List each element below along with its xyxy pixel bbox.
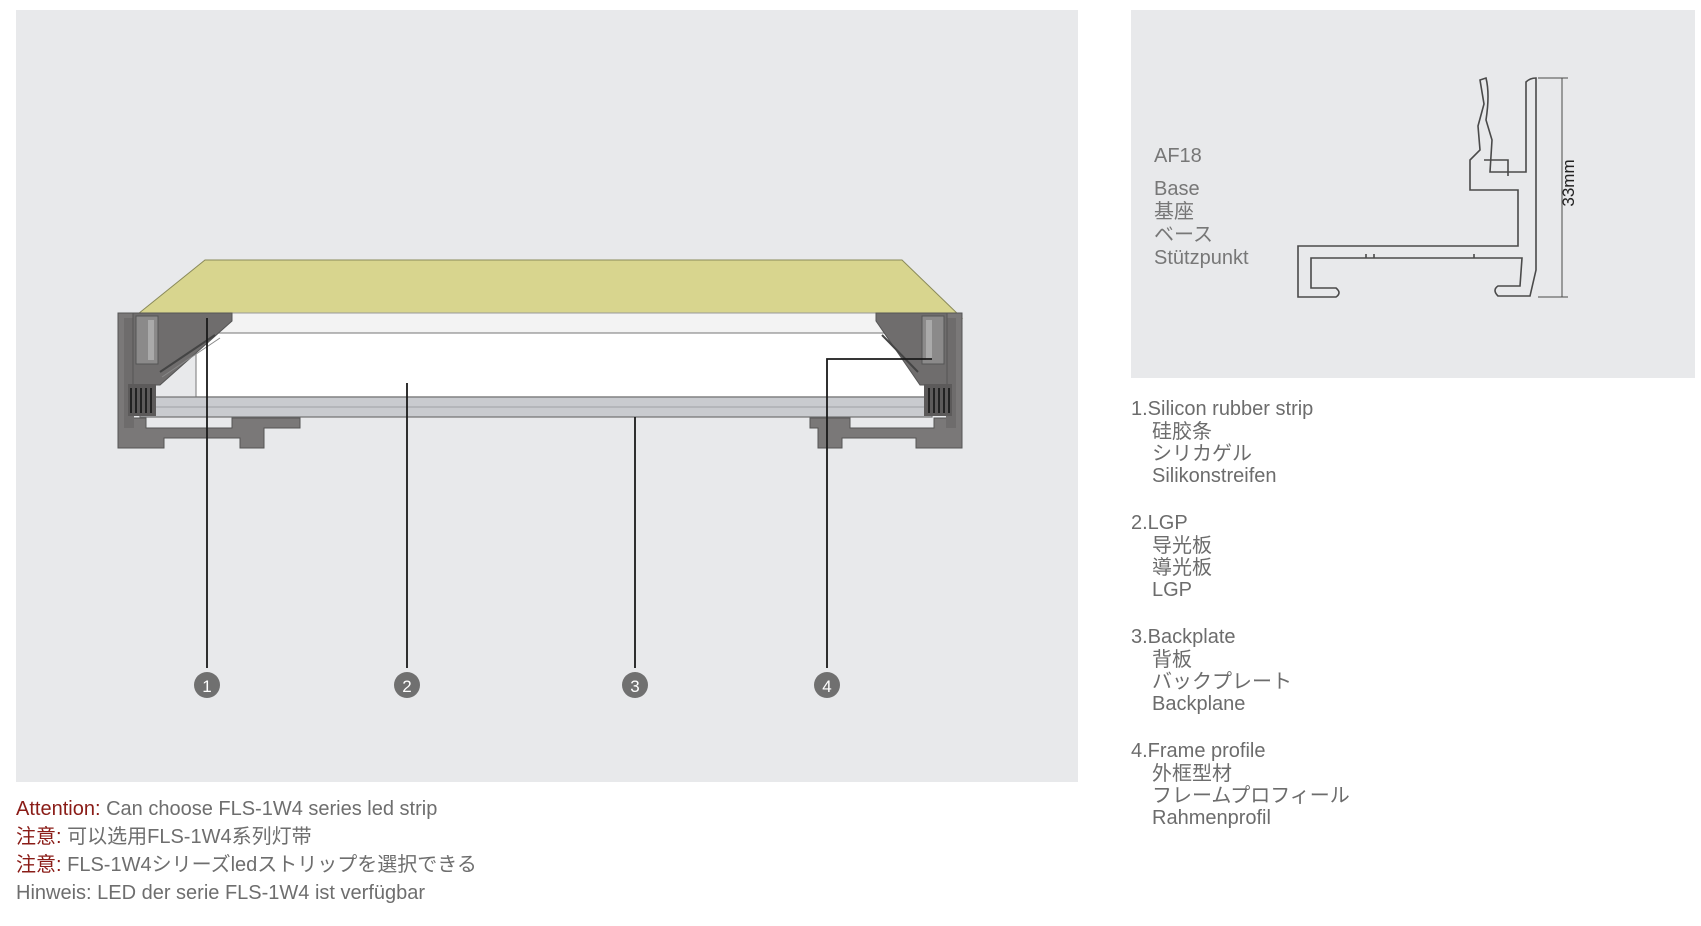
marker-3-label: 3 bbox=[630, 677, 639, 696]
note-japanese-label: 注意: bbox=[16, 854, 62, 876]
legend-line: 导光板 bbox=[1152, 535, 1212, 557]
note-japanese-text: FLS-1W4シリーズledストリップを選択できる bbox=[61, 854, 477, 876]
light-guide-panel bbox=[195, 332, 937, 398]
top-face-sheet bbox=[131, 259, 964, 319]
legend-item-backplate: 3.Backplate 背板 バックプレート Backplane bbox=[1131, 625, 1350, 715]
legend-item-silicon-strip: 1.Silicon rubber strip 硅胶条 シリカゲル Silikon… bbox=[1131, 397, 1350, 487]
af18-profile-drawing bbox=[1297, 76, 1568, 298]
profile-line: 基座 bbox=[1154, 201, 1194, 223]
legend-line: Rahmenprofil bbox=[1152, 807, 1271, 829]
right-frame-profile bbox=[809, 312, 963, 449]
profile-height-dimension: 33mm bbox=[1559, 159, 1578, 206]
profile-caption: AF18 Base 基座 ベース Stützpunkt bbox=[1154, 145, 1249, 270]
marker-1-circle bbox=[194, 672, 220, 698]
legend-line: フレームプロフィール bbox=[1152, 785, 1350, 807]
marker-1-label: 1 bbox=[202, 677, 211, 696]
note-chinese-text: 可以选用FLS-1W4系列灯带 bbox=[61, 826, 312, 848]
legend-title: 3.Backplate bbox=[1131, 626, 1236, 648]
profile-code: AF18 bbox=[1154, 145, 1202, 167]
legend-line: 外框型材 bbox=[1152, 763, 1232, 785]
profile-line: Stützpunkt bbox=[1154, 247, 1249, 269]
legend-line: 背板 bbox=[1152, 649, 1192, 671]
frame-cross-section bbox=[117, 259, 964, 449]
legend-line: Silikonstreifen bbox=[1152, 465, 1277, 487]
legend-line: LGP bbox=[1152, 579, 1193, 601]
legend-title: 4.Frame profile bbox=[1131, 740, 1266, 762]
marker-4-circle bbox=[814, 672, 840, 698]
note-english: Attention: Can choose FLS-1W4 series led… bbox=[16, 795, 477, 823]
note-chinese: 注意: 可以选用FLS-1W4系列灯带 bbox=[16, 823, 477, 851]
attention-notes: Attention: Can choose FLS-1W4 series led… bbox=[16, 795, 477, 907]
profile-line: ベース bbox=[1154, 224, 1213, 246]
legend-line: 導光板 bbox=[1152, 557, 1212, 579]
legend-item-frame-profile: 4.Frame profile 外框型材 フレームプロフィール Rahmenpr… bbox=[1131, 739, 1350, 829]
note-english-label: Attention: bbox=[16, 798, 101, 820]
note-english-text: Can choose FLS-1W4 series led strip bbox=[100, 798, 438, 820]
legend-item-lgp: 2.LGP 导光板 導光板 LGP bbox=[1131, 511, 1350, 601]
legend-line: バックプレート bbox=[1152, 671, 1292, 693]
leader-lines bbox=[206, 318, 932, 668]
callout-markers: 1 2 3 4 bbox=[194, 672, 840, 698]
marker-4-label: 4 bbox=[822, 677, 831, 696]
note-japanese: 注意: FLS-1W4シリーズledストリップを選択できる bbox=[16, 851, 477, 879]
profile-line: Base bbox=[1154, 178, 1200, 200]
marker-2-label: 2 bbox=[402, 677, 411, 696]
legend-title: 2.LGP bbox=[1131, 512, 1188, 534]
marker-3-circle bbox=[622, 672, 648, 698]
left-frame-profile bbox=[117, 312, 301, 449]
marker-2-circle bbox=[394, 672, 420, 698]
legend-line: 硅胶条 bbox=[1152, 421, 1212, 443]
legend-line: Backplane bbox=[1152, 693, 1246, 715]
parts-legend: 1.Silicon rubber strip 硅胶条 シリカゲル Silikon… bbox=[1131, 397, 1350, 853]
legend-title: 1.Silicon rubber strip bbox=[1131, 398, 1314, 420]
profile-panel bbox=[1131, 10, 1695, 378]
note-german: Hinweis: LED der serie FLS-1W4 ist verfü… bbox=[16, 882, 426, 904]
leader-line-4 bbox=[826, 358, 932, 668]
legend-line: シリカゲル bbox=[1152, 443, 1252, 465]
note-chinese-label: 注意: bbox=[16, 826, 62, 848]
